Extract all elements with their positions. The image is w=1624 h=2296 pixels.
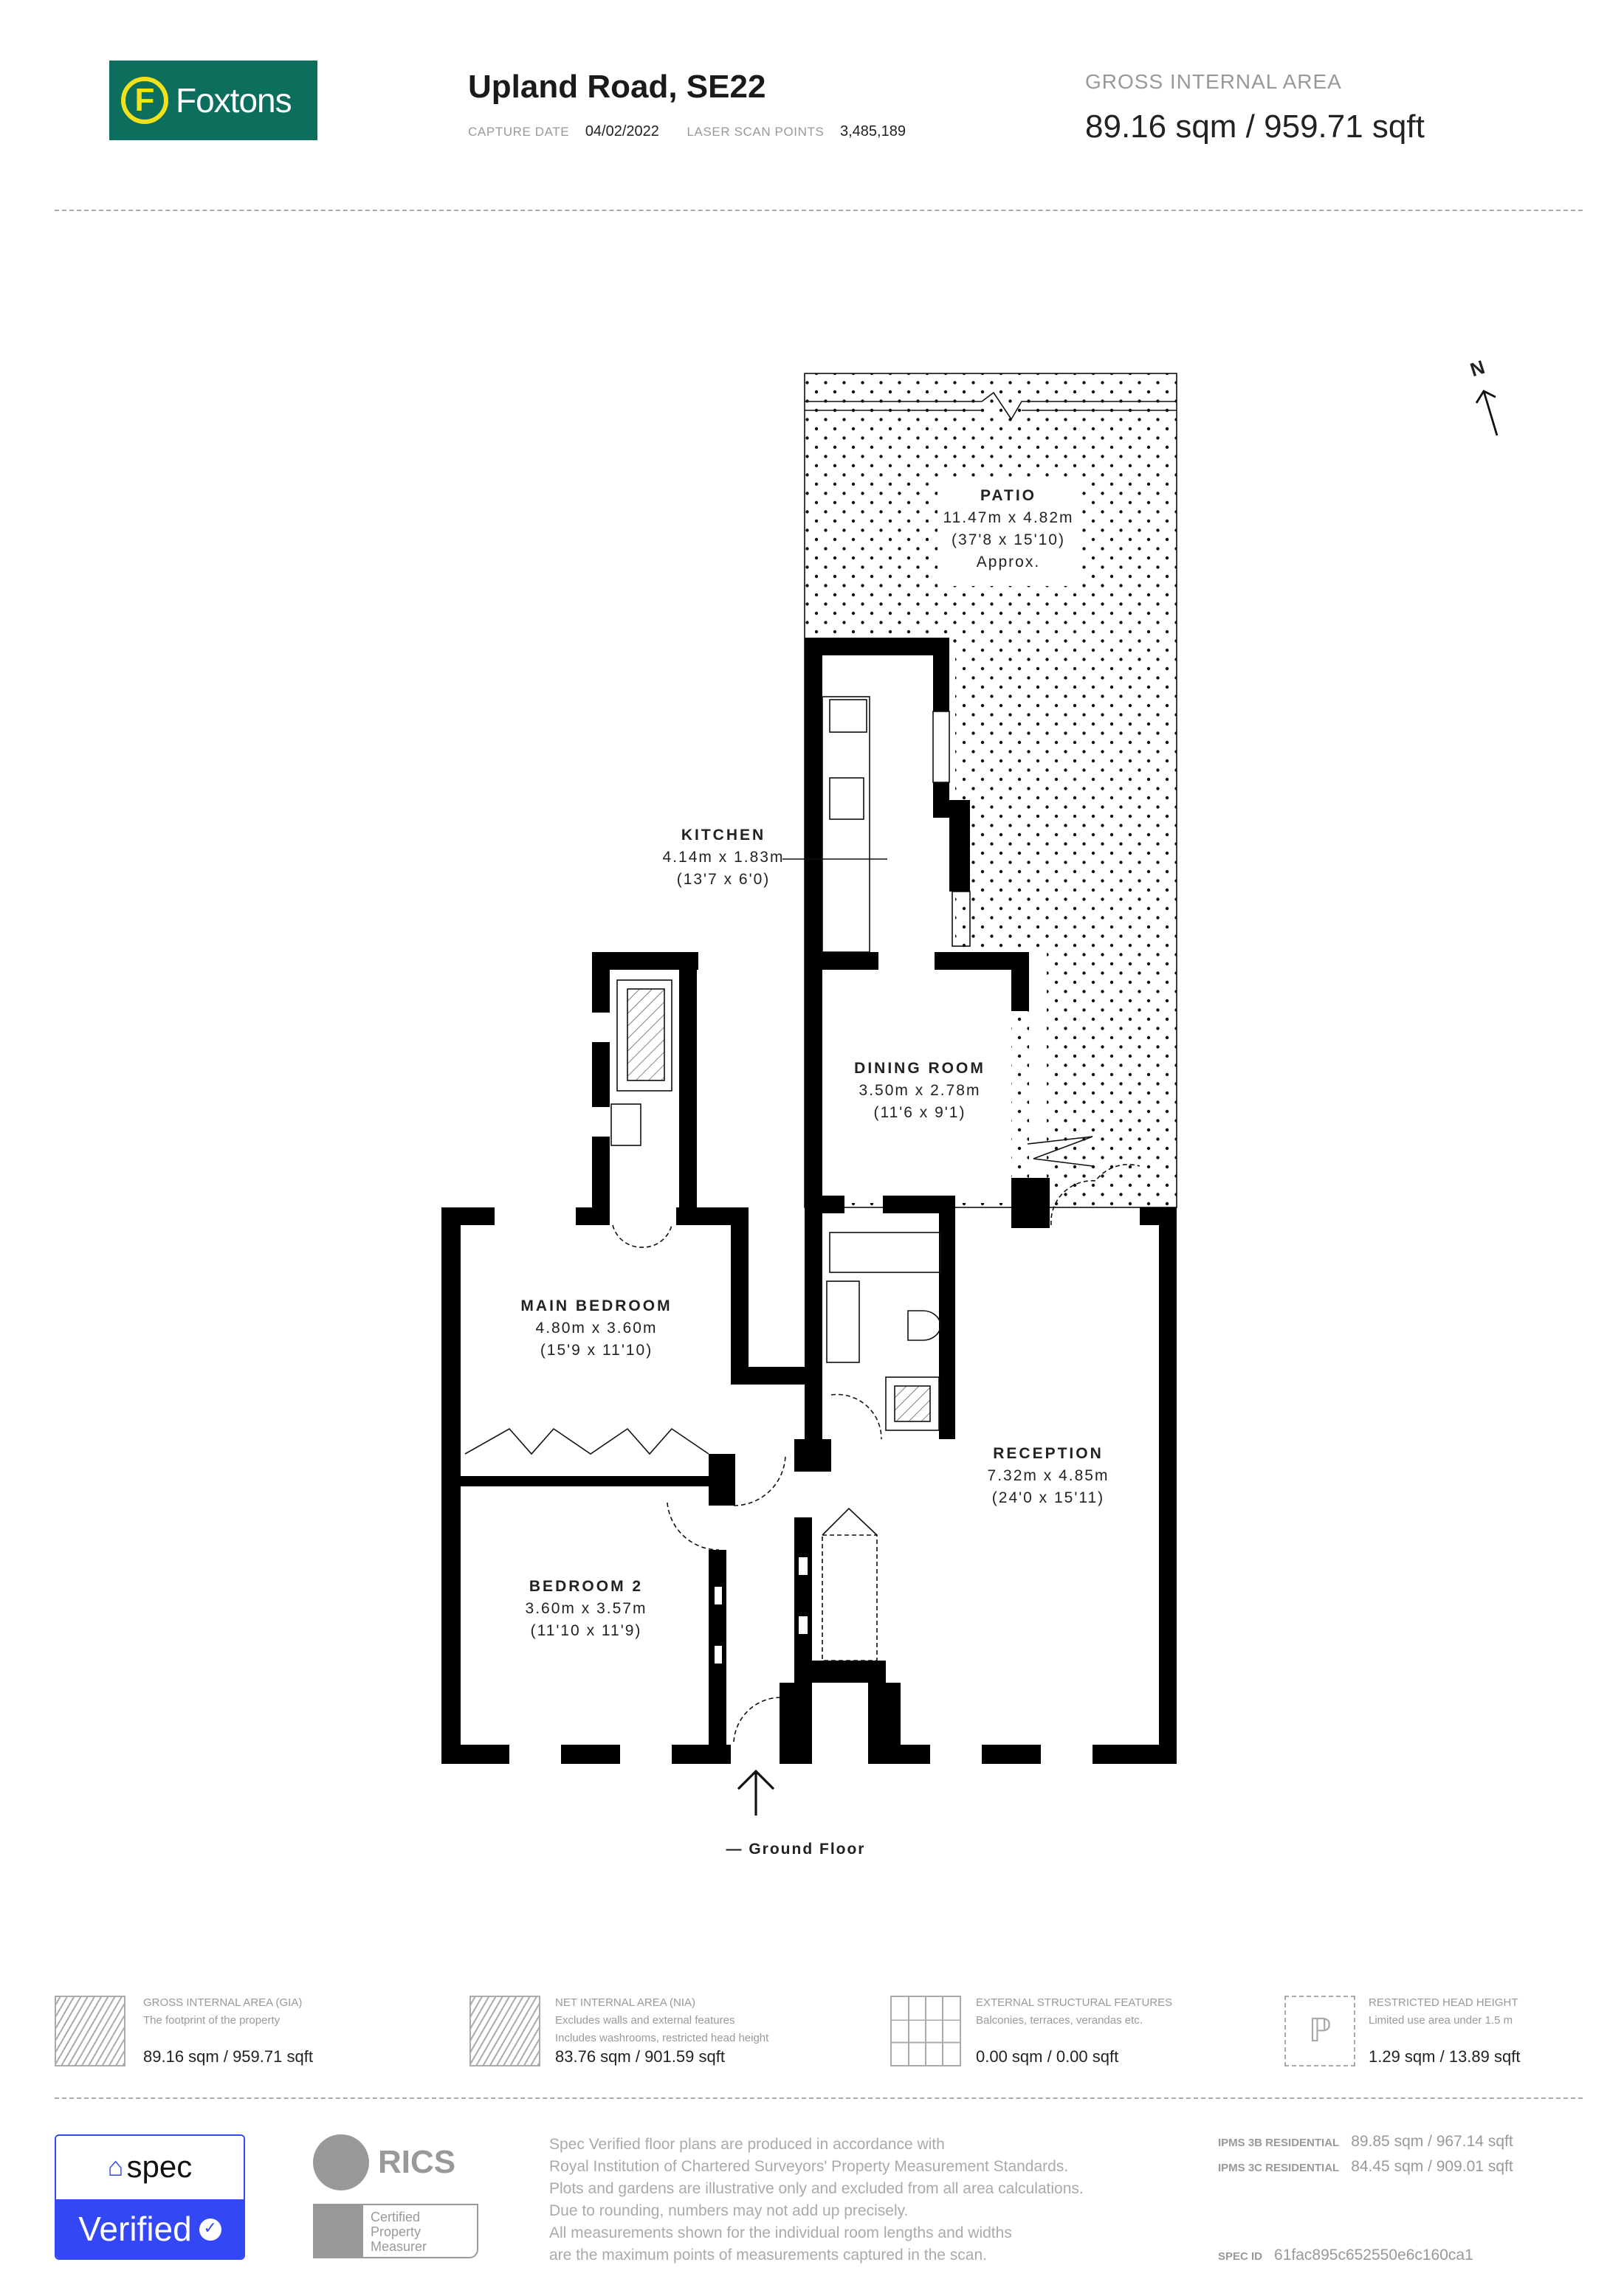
gia-value: 89.16 sqm / 959.71 sqft <box>1085 108 1425 145</box>
rics-lion-icon <box>313 2134 369 2190</box>
divider <box>55 2097 1583 2099</box>
rics-logo: RICS <box>313 2134 455 2190</box>
foxtons-logo-mark: F <box>121 77 168 124</box>
check-circle-icon: ✓ <box>199 2218 221 2240</box>
gia-label: GROSS INTERNAL AREA <box>1085 69 1342 93</box>
rics-text: RICS <box>378 2143 456 2180</box>
foxtons-logo: F Foxtons <box>109 61 317 140</box>
capture-date-value: 04/02/2022 <box>585 124 659 140</box>
foxtons-logo-text: Foxtons <box>176 80 292 119</box>
floor-plan <box>441 373 1499 1816</box>
disclaimer: Spec Verified floor plans are produced i… <box>549 2136 1084 2264</box>
legend-gia-text: GROSS INTERNAL AREA (GIA)The footprint o… <box>143 1996 303 2027</box>
legend-restricted-value: 1.29 sqm / 13.89 sqft <box>1369 2049 1521 2066</box>
entrance-arrow-icon <box>737 1769 775 1816</box>
scan-points-label: LASER SCAN POINTS <box>687 124 825 139</box>
hatched-square-icon <box>55 1996 125 2066</box>
walls <box>441 638 1177 1764</box>
capture-date: CAPTURE DATE 04/02/2022 LASER SCAN POINT… <box>468 124 906 140</box>
legend-nia-text: NET INTERNAL AREA (NIA)Excludes walls an… <box>555 1996 769 2044</box>
scan-points-value: 3,485,189 <box>840 124 906 140</box>
spec-house-icon: ⌂ <box>107 2152 124 2182</box>
north-arrow-icon <box>1475 390 1499 436</box>
spec-verified-text: Verified <box>78 2209 192 2247</box>
spec-brand: spec <box>126 2150 193 2184</box>
property-address: Upland Road, SE22 <box>468 68 766 105</box>
legend-external-value: 0.00 sqm / 0.00 sqft <box>976 2049 1119 2066</box>
floor-label: — Ground Floor <box>726 1841 866 1858</box>
spec-verified-badge: ⌂spec Verified ✓ <box>55 2134 245 2260</box>
windows <box>715 1557 808 1664</box>
grid-icon <box>890 1996 961 2066</box>
legend-gia-value: 89.16 sqm / 959.71 sqft <box>143 2049 313 2066</box>
capture-date-label: CAPTURE DATE <box>468 124 570 139</box>
legend-nia-value: 83.76 sqm / 901.59 sqft <box>555 2049 725 2066</box>
person-height-icon: ℙ <box>1284 1996 1355 2066</box>
door-swings <box>612 1164 1140 1742</box>
fixtures <box>464 696 1093 1661</box>
hatched-rooms-icon <box>469 1996 540 2066</box>
divider <box>55 210 1583 211</box>
